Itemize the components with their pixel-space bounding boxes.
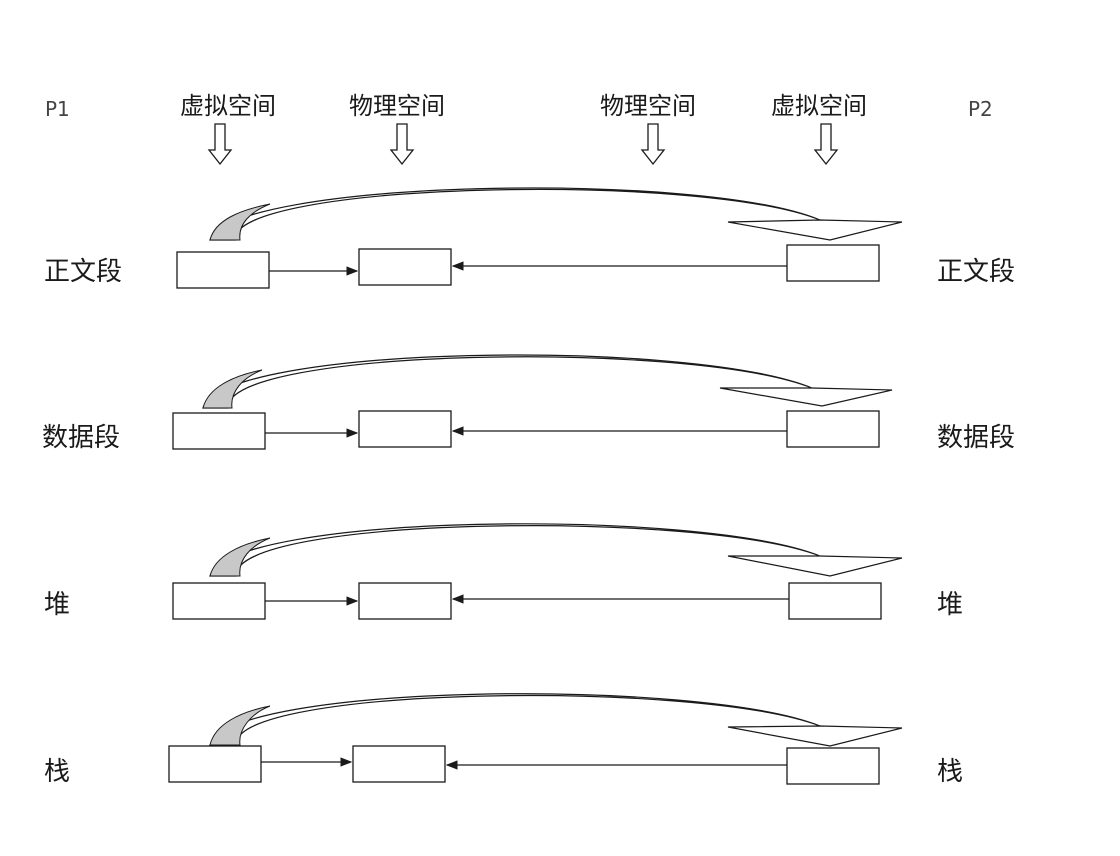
row-heap <box>172 523 903 620</box>
shared-mapping-curved-arrow <box>209 693 903 747</box>
physical-box <box>358 248 452 286</box>
physical-box <box>358 410 452 448</box>
curved-arrow-tail <box>209 537 271 577</box>
curved-arrow-tail <box>209 203 271 241</box>
column-header-p1-virtual: 虚拟空间 <box>180 92 276 120</box>
p2-virtual-box <box>786 410 880 448</box>
physical-box <box>352 745 446 783</box>
curved-arrow-tail <box>209 705 271 746</box>
p2-virtual-box <box>786 244 880 282</box>
p1-virtual-box <box>172 412 266 450</box>
row-data-segment <box>172 354 893 450</box>
row-stack <box>168 693 903 785</box>
row-label-right: 栈 <box>937 757 964 787</box>
p1-virtual-box <box>172 582 266 620</box>
p1-virtual-box <box>176 251 270 289</box>
hollow-down-arrow-icon <box>207 123 233 166</box>
header-arrows <box>207 123 839 166</box>
curved-arrow-tail <box>202 369 263 409</box>
row-label-right: 正文段 <box>937 257 1016 287</box>
physical-box <box>358 582 452 620</box>
hollow-down-arrow-icon <box>640 123 666 166</box>
p2-virtual-box <box>786 747 880 785</box>
process-label-p1: P1 <box>45 97 70 121</box>
p1-virtual-box <box>168 745 262 783</box>
row-label-right: 堆 <box>937 590 964 620</box>
row-label-left: 堆 <box>44 590 71 620</box>
row-label-left: 栈 <box>44 757 71 787</box>
process-label-p2: P2 <box>968 97 993 121</box>
column-header-p2-physical: 物理空间 <box>600 92 696 120</box>
p2-virtual-box <box>788 582 882 620</box>
row-label-left: 数据段 <box>42 423 121 453</box>
hollow-down-arrow-icon <box>813 123 839 166</box>
shared-mapping-curved-arrow <box>209 187 903 241</box>
shared-mapping-curved-arrow <box>202 354 893 409</box>
column-header-p2-virtual: 虚拟空间 <box>771 92 867 120</box>
column-header-p1-physical: 物理空间 <box>349 92 445 120</box>
row-text-segment <box>176 187 903 289</box>
hollow-down-arrow-icon <box>389 123 415 166</box>
shared-mapping-curved-arrow <box>209 523 903 577</box>
row-label-right: 数据段 <box>937 423 1016 453</box>
row-label-left: 正文段 <box>44 257 123 287</box>
